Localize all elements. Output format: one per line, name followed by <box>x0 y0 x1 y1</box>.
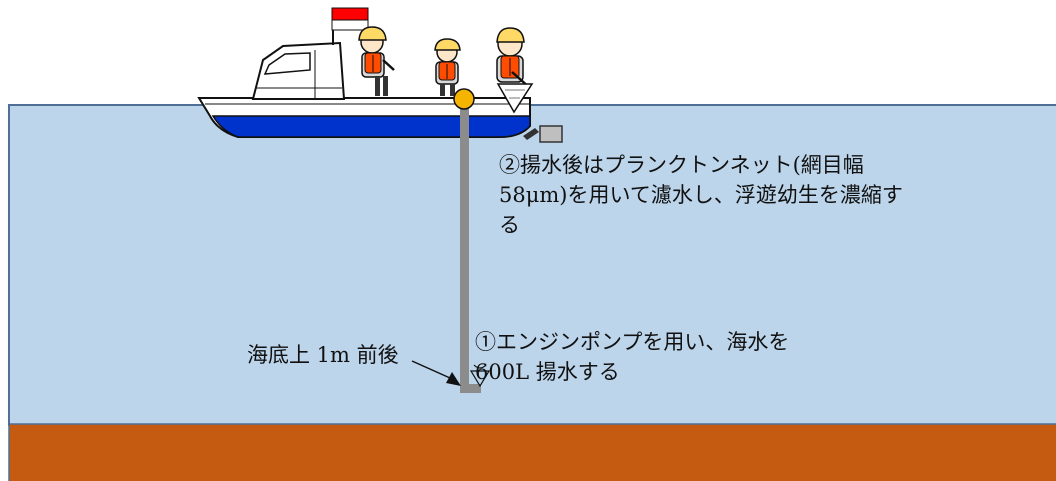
plankton-net-icon <box>496 83 534 114</box>
step2-label: ②揚水後はプランクトンネット(網目幅 58μm)を用いて濾水し、浮遊幼生を濃縮す… <box>499 153 903 237</box>
worker-icon <box>434 38 461 96</box>
boat-icon <box>197 7 563 143</box>
pump-hose <box>460 105 469 393</box>
depth-arrow <box>411 360 461 386</box>
worker-icon <box>496 27 531 89</box>
seabed <box>8 423 1056 481</box>
worker-icon <box>358 26 395 96</box>
flag-icon <box>331 7 369 31</box>
depth-label: 海底上 1m 前後 <box>247 343 399 367</box>
intake-funnel-icon <box>469 364 491 388</box>
step1-label: ①エンジンポンプを用い、海水を 600L 揚水する <box>475 330 790 384</box>
sea-area <box>8 104 1056 426</box>
pump-float-icon <box>453 88 475 110</box>
